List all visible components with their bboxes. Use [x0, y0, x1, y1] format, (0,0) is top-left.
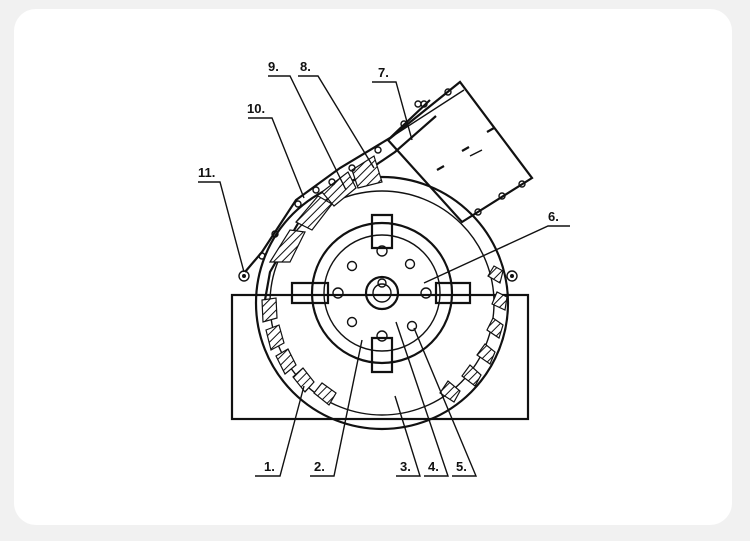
label-2: 2.	[314, 459, 325, 474]
hammers	[290, 213, 472, 374]
side-hinges	[238, 270, 518, 282]
casing-ring	[254, 175, 510, 431]
feed-chute	[386, 80, 534, 224]
label-6: 6.	[548, 209, 559, 224]
base-frame	[230, 293, 530, 421]
label-5: 5.	[456, 459, 467, 474]
label-7: 7.	[378, 65, 389, 80]
leader-lines	[198, 75, 570, 477]
part-labels: 1. 2. 3. 4. 5. 6. 7. 8. 9. 10. 11.	[198, 59, 559, 474]
label-10: 10.	[247, 101, 265, 116]
rotor-disc	[310, 221, 454, 365]
label-11: 11.	[198, 165, 215, 180]
diagram-card	[14, 9, 732, 525]
liner-teeth	[261, 265, 508, 406]
label-1: 1.	[264, 459, 275, 474]
feed-hopper-wall	[244, 99, 437, 301]
label-4: 4.	[428, 459, 439, 474]
label-8: 8.	[300, 59, 311, 74]
label-3: 3.	[400, 459, 411, 474]
label-9: 9.	[268, 59, 279, 74]
